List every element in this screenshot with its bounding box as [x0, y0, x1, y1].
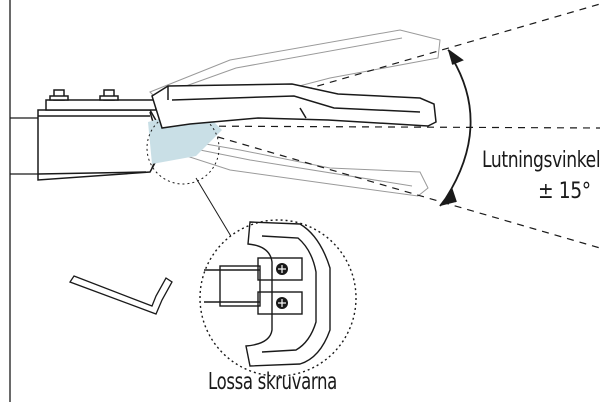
allen-key-icon — [69, 275, 173, 315]
pole — [9, 0, 38, 402]
detail-view — [199, 219, 357, 377]
luminaire-head — [151, 83, 437, 129]
loosen-screws-label: Lossa skruvarna — [208, 369, 337, 395]
tilt-arrow-icon — [439, 49, 472, 207]
detail-leader — [195, 177, 233, 239]
tilt-angle-label: Lutningsvinkel — [482, 148, 601, 173]
angle-lines — [179, 3, 601, 249]
tilt-range-label: ± 15° — [538, 179, 591, 204]
mounting-bracket — [37, 89, 163, 181]
